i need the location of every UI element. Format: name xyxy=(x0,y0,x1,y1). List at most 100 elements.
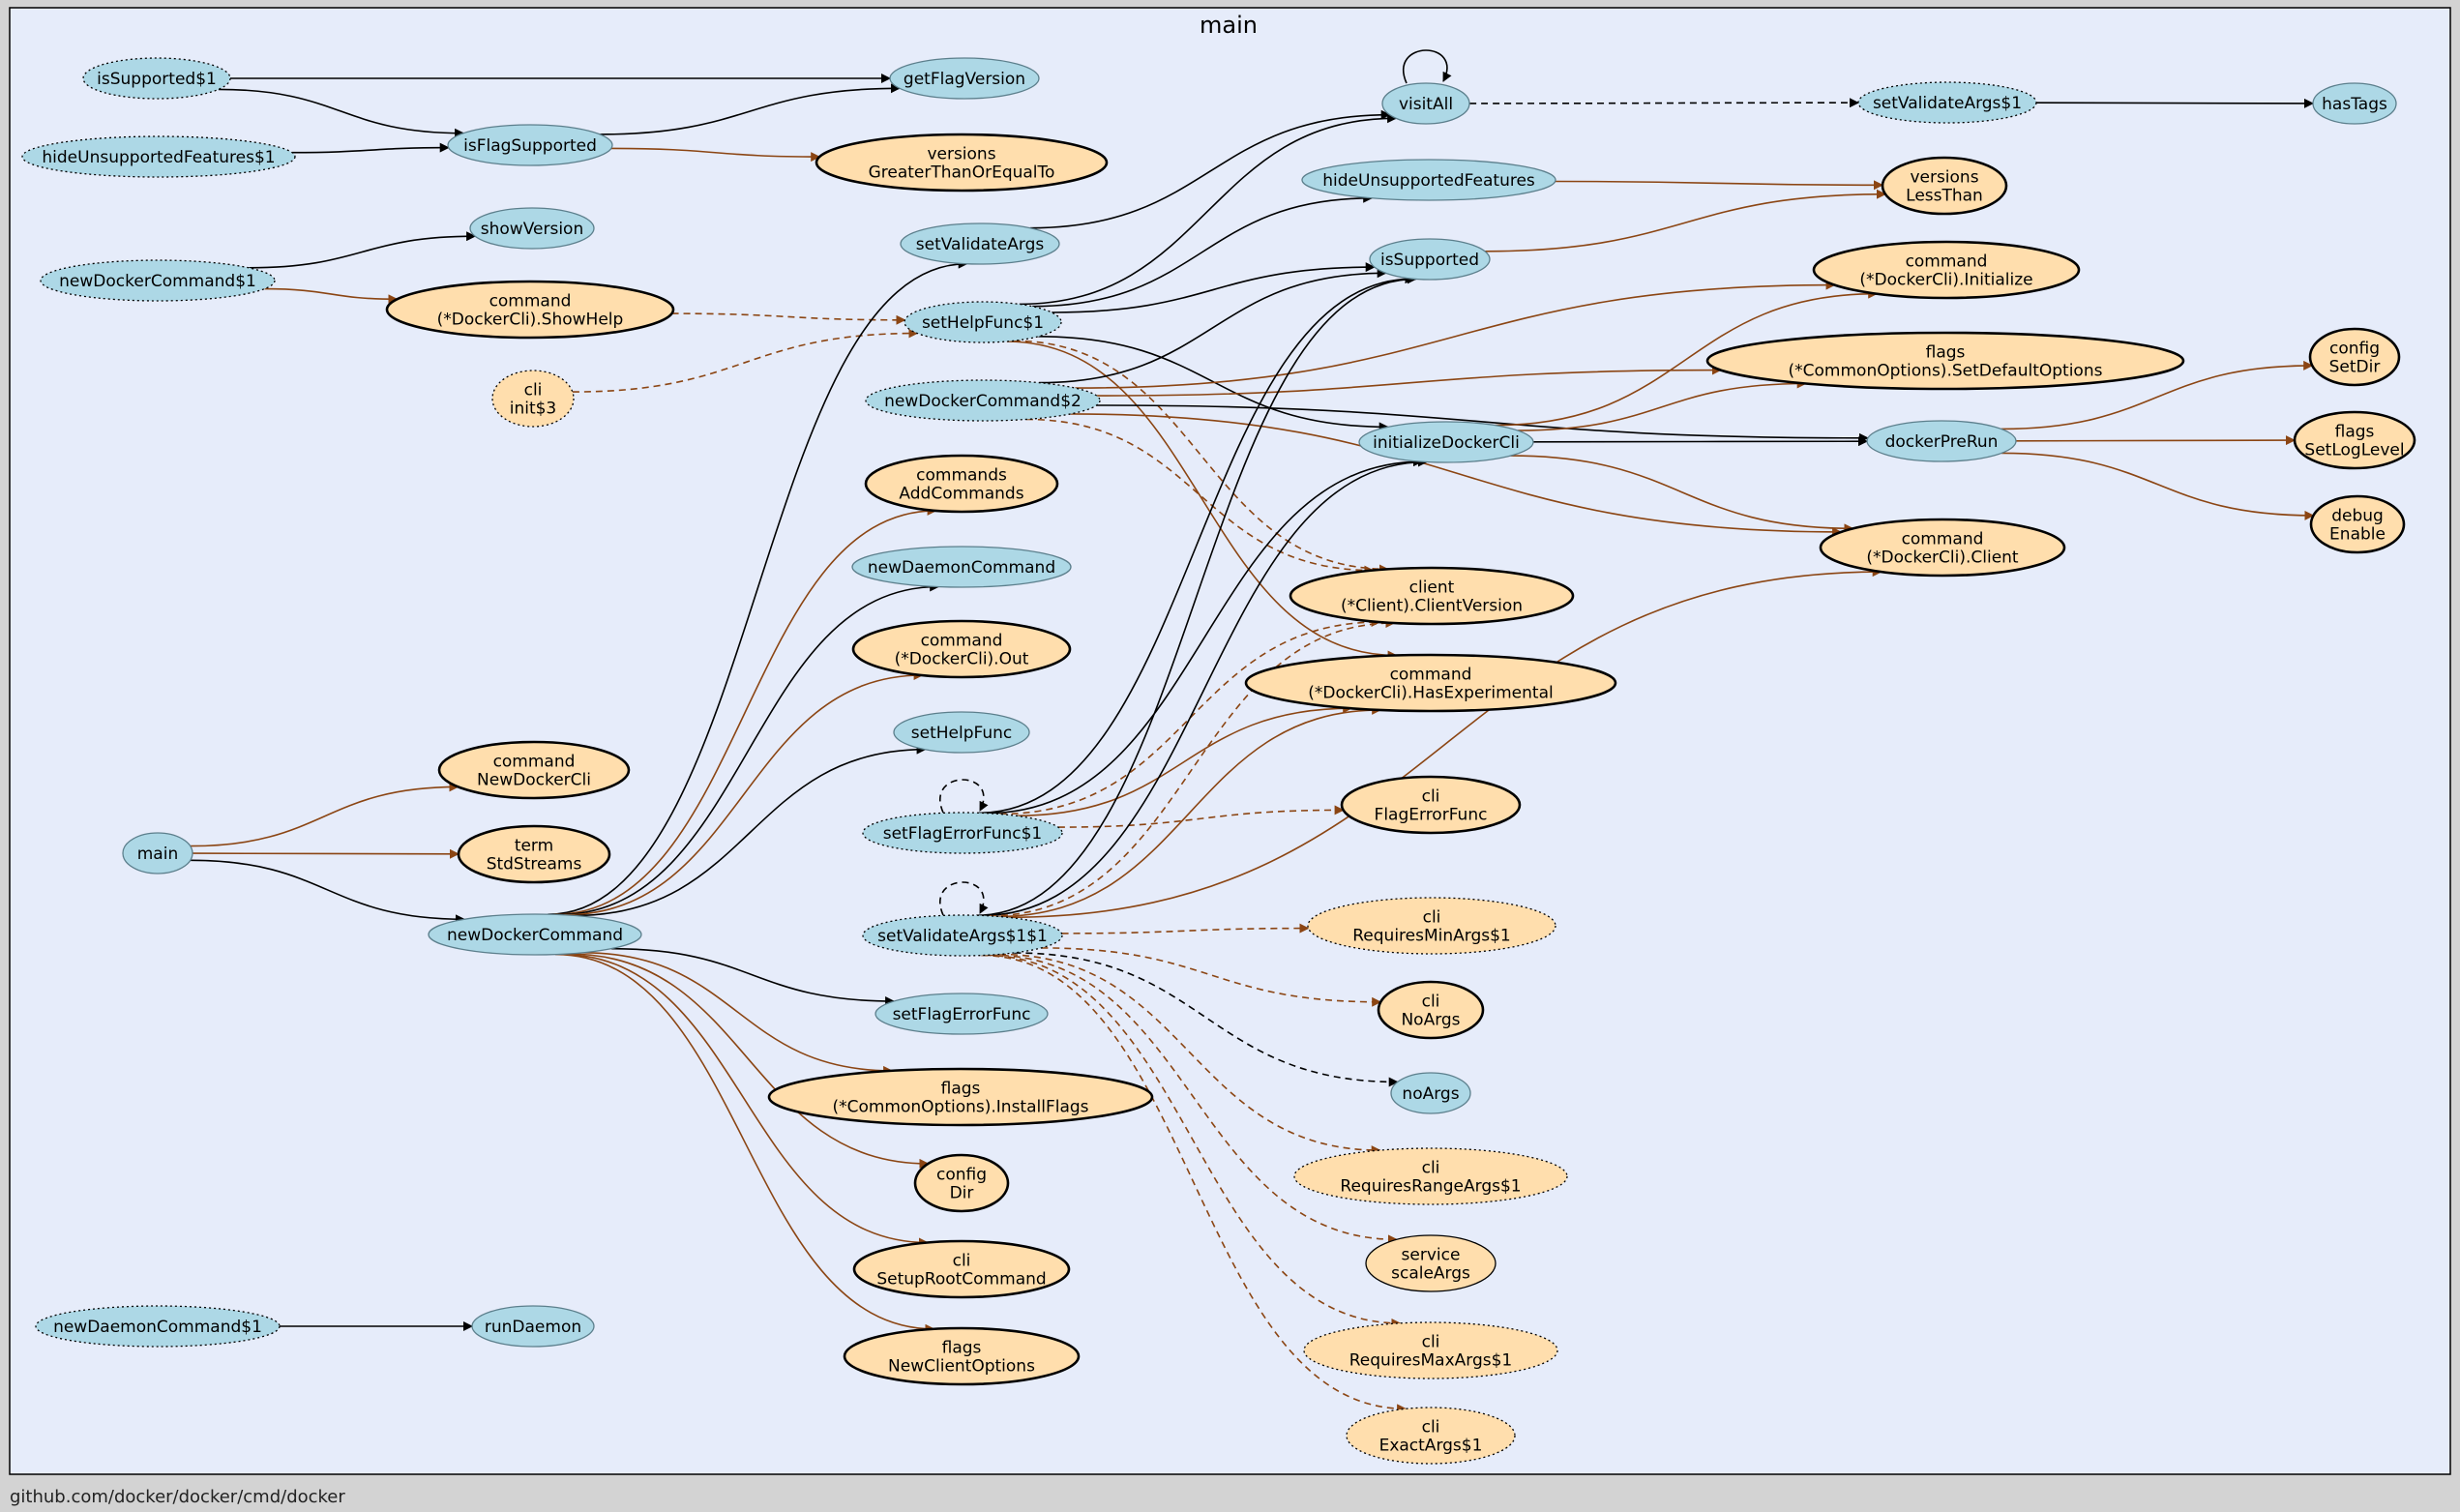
edge-showhelp-to-sethelpfunc-1 xyxy=(671,312,906,325)
edge-newdockercommand-2-to-issupported xyxy=(1039,268,1387,384)
node-sethelpfunc[interactable]: setHelpFunc xyxy=(893,711,1030,754)
node-hastags[interactable]: hasTags xyxy=(2312,82,2397,125)
node-newdockercommand-2[interactable]: newDockerCommand$2 xyxy=(865,379,1101,422)
cluster-box xyxy=(9,7,2451,1475)
node-setvalidateargs-1[interactable]: setValidateArgs$1 xyxy=(1857,81,2037,124)
edge-issupported-to-versionslt xyxy=(1485,189,1886,252)
edge-newdockercommand-to-configdir xyxy=(568,953,930,1169)
edge-main-to-newdockercommand xyxy=(190,859,465,925)
node-hideunsupportedfeatures-1[interactable]: hideUnsupportedFeatures$1 xyxy=(21,135,296,178)
node-shape xyxy=(82,57,231,100)
edge-newdockercommand-to-newdaemoncommand xyxy=(557,581,940,916)
node-label: (*CommonOptions).InstallFlags xyxy=(832,1098,1088,1117)
node-out[interactable]: command(*DockerCli).Out xyxy=(851,619,1072,679)
node-label: cli xyxy=(1422,1159,1440,1178)
node-shape xyxy=(1346,1407,1516,1465)
node-setvalidateargs-1-1[interactable]: setValidateArgs$1$1 xyxy=(862,914,1063,957)
node-newdaemoncommand[interactable]: newDaemonCommand xyxy=(851,546,1072,588)
edge-setvalidateargs-1-to-hastags xyxy=(2035,98,2314,108)
node-clientversion[interactable]: client(*Client).ClientVersion xyxy=(1289,566,1575,626)
node-initializedockercli[interactable]: initializeDockerCli xyxy=(1358,421,1534,463)
node-label: (*DockerCli).Out xyxy=(895,650,1029,669)
node-setflagerrorfunc-1[interactable]: setFlagErrorFunc$1 xyxy=(862,812,1063,854)
node-shape xyxy=(437,740,631,800)
node-visitall[interactable]: visitAll xyxy=(1381,82,1470,125)
node-shape xyxy=(1340,775,1522,835)
node-shape xyxy=(471,1305,595,1348)
node-setvalidateargs[interactable]: setValidateArgs xyxy=(900,222,1060,265)
node-shape xyxy=(457,824,611,884)
node-installflags[interactable]: flags(*CommonOptions).InstallFlags xyxy=(767,1067,1154,1127)
node-label: isSupported$1 xyxy=(97,70,217,89)
node-getflagversion[interactable]: getFlagVersion xyxy=(889,57,1040,100)
node-shape xyxy=(851,546,1072,588)
node-dockerprerun[interactable]: dockerPreRun xyxy=(1866,420,2017,462)
node-hideunsupportedfeatures[interactable]: hideUnsupportedFeatures xyxy=(1301,159,1556,201)
node-shape xyxy=(428,913,642,956)
edge-initializedockercli-to-client xyxy=(1510,455,1854,534)
node-isflagsupported[interactable]: isFlagSupported xyxy=(447,124,613,166)
node-showversion[interactable]: showVersion xyxy=(469,207,595,250)
edge-setvalidateargs-1-1-to-issupported xyxy=(976,274,1417,916)
node-label: command xyxy=(1902,530,1984,549)
node-label: command xyxy=(1906,252,1988,272)
node-label: isSupported xyxy=(1380,251,1479,270)
node-label: NewDockerCli xyxy=(477,771,591,790)
edge-dockerprerun-to-config xyxy=(2001,360,2314,430)
node-issupported[interactable]: isSupported xyxy=(1369,238,1491,281)
node-rundaemon[interactable]: runDaemon xyxy=(471,1305,595,1348)
node-newdockercommand[interactable]: newDockerCommand xyxy=(428,913,642,956)
node-shape xyxy=(385,280,675,340)
node-shape xyxy=(1289,566,1575,626)
node-shape xyxy=(21,135,296,178)
node-shape xyxy=(1705,331,2185,391)
node-main[interactable]: main xyxy=(122,832,193,875)
node-label: versions xyxy=(927,145,995,164)
node-newdockercommand-1[interactable]: newDockerCommand$1 xyxy=(40,259,276,302)
node-newdaemoncommand-1[interactable]: newDaemonCommand$1 xyxy=(35,1305,281,1348)
node-label: cli xyxy=(524,381,543,400)
edge-visitall-to-setvalidateargs-1 xyxy=(1468,98,1859,108)
edge-isflagsupported-to-getflagversion xyxy=(600,83,901,135)
node-setdefaultoptions[interactable]: flags(*CommonOptions).SetDefaultOptions xyxy=(1705,331,2185,391)
node-label: setValidateArgs xyxy=(916,235,1045,254)
node-label: setHelpFunc$1 xyxy=(922,313,1044,333)
node-label: term xyxy=(515,837,553,856)
node-hasexperimental[interactable]: command(*DockerCli).HasExperimental xyxy=(1244,653,1617,713)
node-noargs[interactable]: noArgs xyxy=(1390,1072,1471,1114)
node-issupported-1[interactable]: isSupported$1 xyxy=(82,57,231,100)
edge-newdockercommand-2-to-dockerprerun xyxy=(1096,404,1869,443)
node-shape xyxy=(1812,240,2081,300)
edge-isflagsupported-to-versionsgte xyxy=(610,147,821,163)
node-initialize[interactable]: command(*DockerCli).Initialize xyxy=(1812,240,2081,300)
node-client[interactable]: command(*DockerCli).Client xyxy=(1819,518,2066,578)
node-setflagerrorfunc[interactable]: setFlagErrorFunc xyxy=(874,993,1049,1035)
node-shape xyxy=(469,207,595,250)
edge-sethelpfunc-1-to-hasexperimental xyxy=(1006,341,1398,661)
edge-newdockercommand-2-to-client xyxy=(1070,413,1843,537)
node-sethelpfunc-1[interactable]: setHelpFunc$1 xyxy=(904,301,1062,343)
node-showhelp[interactable]: command(*DockerCli).ShowHelp xyxy=(385,280,675,340)
node-label: flags xyxy=(941,1080,981,1099)
edge-newdockercommand-to-out xyxy=(564,670,924,916)
node-shape xyxy=(913,1153,1010,1213)
